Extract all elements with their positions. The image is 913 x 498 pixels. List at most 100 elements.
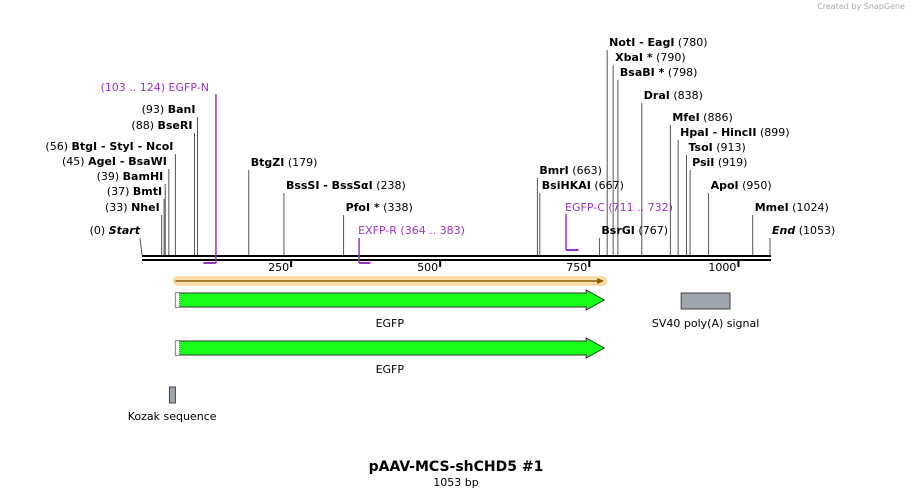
site-position: (899) [756, 126, 789, 139]
feature-label-kozak: Kozak sequence [128, 410, 217, 423]
site-label-bseri: (88) BseRI [131, 119, 192, 132]
site-label-psii: PsiI (919) [692, 156, 747, 169]
feature-start-marker [175, 340, 180, 356]
site-name: NotI - EagI [609, 36, 674, 49]
site-name: NheI [131, 201, 160, 214]
site-position: (33) [105, 201, 131, 214]
site-position: (919) [714, 156, 747, 169]
ruler: 250 500 750 1000 [268, 261, 740, 274]
site-name: BseRI [158, 119, 193, 132]
site-position: (93) [142, 103, 168, 116]
ruler-tick-label: 250 [268, 261, 289, 274]
site-label-drai: DraI (838) [644, 89, 703, 102]
site-name: BmrI [539, 164, 568, 177]
ruler-tick-label: 500 [417, 261, 438, 274]
primers: (103 .. 124) EGFP-N EXFP-R (364 .. 383) EG… [100, 81, 673, 264]
site-position: (45) [62, 155, 88, 168]
site-position: (838) [670, 89, 703, 102]
primer-name: EGFP-C [565, 201, 605, 214]
primer-range: (711 .. 732) [605, 201, 673, 214]
site-position: (238) [373, 179, 406, 192]
site-label-bmti: (37) BmtI [107, 185, 162, 198]
site-label-bsssi: BssSI - BssSαI (238) [286, 179, 406, 192]
site-name: MmeI [755, 201, 789, 214]
site-position: (886) [700, 111, 733, 124]
site-name: Start [109, 224, 141, 237]
site-name: ApoI [711, 179, 739, 192]
site-name: End [772, 224, 795, 237]
site-label-xbai: XbaI * (790) [615, 51, 686, 64]
site-position: (950) [739, 179, 772, 192]
site-label-mfei: MfeI (886) [672, 111, 732, 124]
site-label-pfoi: PfoI * (338) [346, 201, 413, 214]
snapgene-watermark: Created by SnapGene [817, 2, 905, 11]
site-position: (667) [591, 179, 624, 192]
site-label-bsihkai: BsiHKAI (667) [542, 179, 624, 192]
site-position: (0) [90, 224, 109, 237]
site-name: AgeI - BsaWI [88, 155, 167, 168]
site-position: (780) [674, 36, 707, 49]
site-label-bsrgi: BsrGI (767) [601, 224, 668, 237]
site-name: PfoI * [346, 201, 380, 214]
site-position: (37) [107, 185, 133, 198]
site-lines [139, 50, 771, 256]
site-label-tsoi: TsoI (913) [689, 141, 746, 154]
site-name: BtgI - StyI - NcoI [72, 140, 174, 153]
primer-label-egfp-n: (103 .. 124) EGFP-N [100, 81, 208, 94]
feature-label-egfp2: EGFP [376, 363, 405, 376]
feature-arrow-egfp2 [174, 337, 606, 359]
ruler-tick-label: 1000 [708, 261, 736, 274]
site-label-bsabi: BsaBI * (798) [620, 66, 698, 79]
site-position: (790) [653, 51, 686, 64]
sequence-backbone [142, 255, 771, 261]
site-name: BmtI [133, 185, 162, 198]
site-label-nhei: (33) NheI [105, 201, 160, 214]
site-name: HpaI - HincII [680, 126, 756, 139]
site-label-hpai: HpaI - HincII (899) [680, 126, 789, 139]
feature-box-sv40 [680, 292, 731, 310]
site-name: XbaI * [615, 51, 653, 64]
map-subtitle: 1053 bp [433, 476, 478, 489]
site-name: BsrGI [601, 224, 634, 237]
primer-label-egfp-c: EGFP-C (711 .. 732) [565, 201, 673, 214]
site-name: BsiHKAI [542, 179, 591, 192]
primer-name: EGFP-N [169, 81, 209, 94]
site-label-mmei: MmeI (1024) [755, 201, 829, 214]
site-name: DraI [644, 89, 670, 102]
site-position: (663) [569, 164, 602, 177]
feature-label-egfp1: EGFP [376, 317, 405, 330]
site-position: (913) [713, 141, 746, 154]
site-name: BamHI [123, 170, 164, 183]
orf-arrowhead [597, 278, 605, 284]
site-label-btgi: (56) BtgI - StyI - NcoI [45, 140, 173, 153]
site-label-end: End (1053) [772, 224, 835, 237]
site-label-btgzi: BtgZI (179) [251, 156, 318, 169]
site-position: (39) [97, 170, 123, 183]
site-line-start [139, 237, 143, 256]
site-name: BanI [168, 103, 196, 116]
primer-range: (103 .. 124) [100, 81, 168, 94]
feature-start-marker [175, 292, 180, 308]
ruler-tick-label: 750 [566, 261, 587, 274]
site-name: BsaBI * [620, 66, 665, 79]
feature-label-sv40: SV40 poly(A) signal [652, 317, 759, 330]
site-name: MfeI [672, 111, 699, 124]
site-label-start: (0) Start [90, 224, 141, 237]
site-label-bamhi: (39) BamHI [97, 170, 164, 183]
site-position: (88) [131, 119, 157, 132]
primer-range: (364 .. 383) [397, 224, 465, 237]
site-name: PsiI [692, 156, 714, 169]
site-position: (179) [284, 156, 317, 169]
site-name: BtgZI [251, 156, 285, 169]
primer-name: EXFP-R [358, 224, 397, 237]
site-position: (1053) [795, 224, 835, 237]
site-position: (798) [664, 66, 697, 79]
site-position: (338) [380, 201, 413, 214]
map-title: pAAV-MCS-shCHD5 #1 [369, 459, 544, 475]
site-position: (56) [45, 140, 71, 153]
site-label-bani: (93) BanI [142, 103, 196, 116]
feature-arrow-egfp1 [174, 289, 606, 311]
feature-box-kozak [168, 386, 176, 404]
